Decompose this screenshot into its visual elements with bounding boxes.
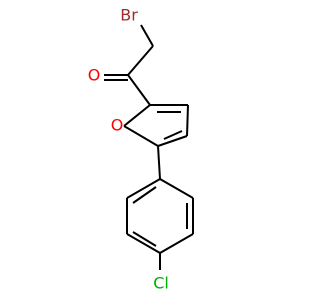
chlorine-label: Cl [153,274,169,293]
bond-furan-c4-c3 [186,104,189,137]
bond-phenyl-inner-2 [132,231,157,247]
carbonyl-oxygen-label: O [88,66,101,85]
molecule-structure: Br O O Cl [88,6,194,293]
bond-phenyl-inner-3 [132,186,157,204]
bromine-label: Br [120,6,138,25]
furan-oxygen-label: O [111,116,124,135]
bond-furan-c5-c4-inner [163,130,183,140]
bond-carbonyl-furan-c2 [127,74,151,106]
structure-canvas: Br O O Cl [88,6,194,293]
bond-phenyl-c6-c1 [126,178,161,199]
bond-phenyl-c3-c4 [159,233,194,254]
bond-furan-phenyl [157,145,161,180]
bond-furan-c5-c4 [157,135,188,147]
bond-phenyl-c1-c2 [159,178,194,199]
bond-phenyl-c4-c5 [126,233,161,254]
bond-br-ch2 [140,24,154,47]
bond-furan-c2-o1 [123,104,151,127]
bond-ch2-carbonyl-carbon [127,45,154,76]
bond-furan-o1-c5 [123,125,159,147]
